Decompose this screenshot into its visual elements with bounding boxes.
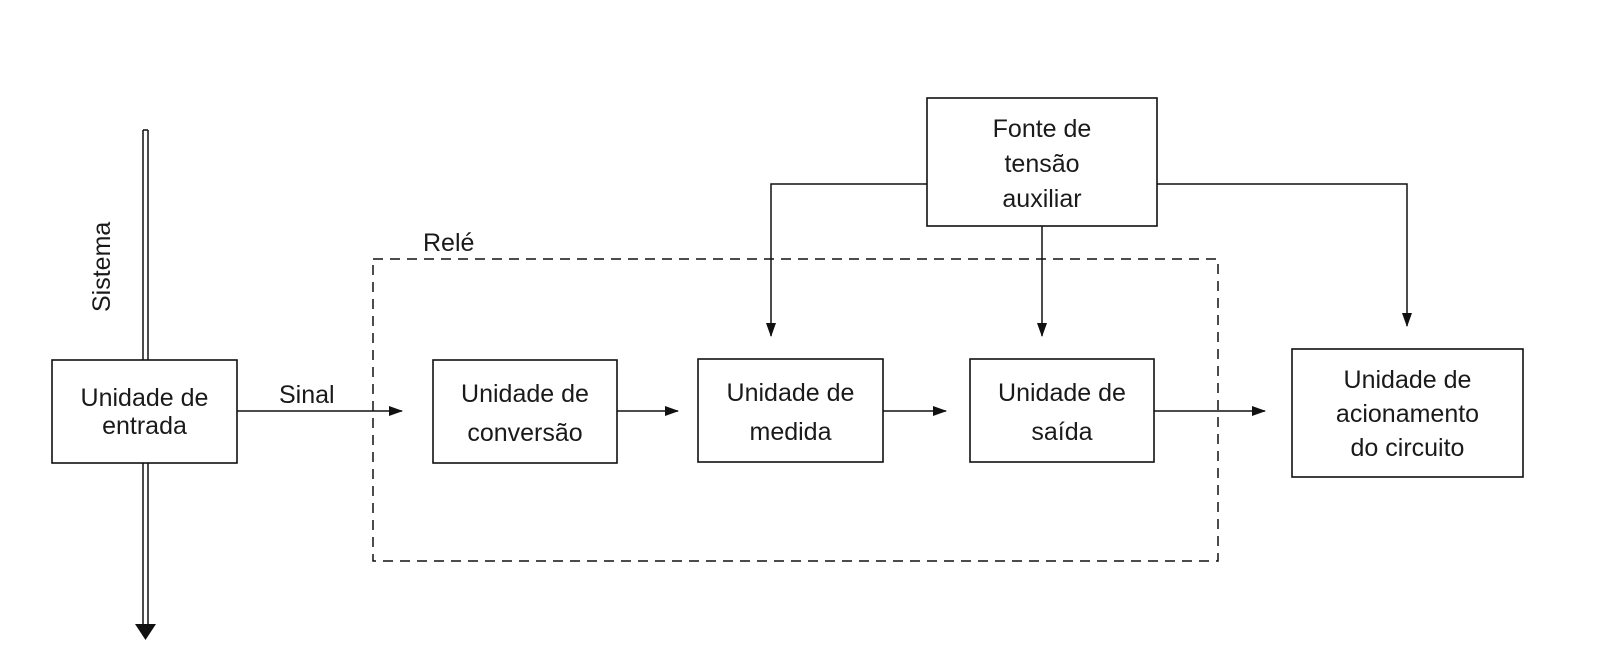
system-label: Sistema — [88, 222, 116, 312]
conversion-unit-label-line1: Unidade de — [461, 380, 589, 408]
measurement-unit-box — [697, 358, 884, 463]
output-unit-label-line1: Unidade de — [998, 379, 1126, 407]
measurement-unit-label-line2: medida — [750, 418, 832, 446]
relay-boundary — [372, 258, 1219, 562]
conversion-unit-box — [432, 359, 618, 464]
aux-to-measurement-line — [766, 183, 927, 337]
conversion-unit-block: Unidade de conversão — [432, 359, 618, 464]
input-unit-label-line2: entrada — [102, 412, 187, 440]
actuation-unit-box — [1291, 348, 1524, 478]
relay-label: Relé — [423, 229, 474, 257]
measurement-unit-label-line1: Unidade de — [727, 379, 855, 407]
input-unit-block: Unidade de entrada — [51, 359, 238, 464]
actuation-unit-label-line1: Unidade de — [1344, 366, 1472, 394]
auxiliary-source-block: Fonte de tensão auxiliar — [926, 97, 1158, 227]
conversion-unit-label-line2: conversão — [467, 419, 582, 447]
output-unit-box — [969, 358, 1155, 463]
output-unit-block: Unidade de saída — [969, 358, 1155, 463]
signal-label: Sinal — [279, 381, 335, 409]
actuation-unit-label-line2: acionamento — [1336, 400, 1479, 428]
input-unit-box — [51, 359, 238, 464]
input-unit-label-line1: Unidade de — [81, 384, 209, 412]
aux-to-actuation-line — [1157, 183, 1412, 327]
measurement-unit-block: Unidade de medida — [697, 358, 884, 463]
output-unit-label-line2: saída — [1031, 418, 1092, 446]
system-bus-down-arrow-icon — [135, 624, 156, 640]
actuation-unit-label-line3: do circuito — [1351, 434, 1465, 462]
actuation-unit-block: Unidade de acionamento do circuito — [1291, 348, 1524, 478]
auxiliary-source-label-line1: Fonte de — [993, 115, 1092, 143]
auxiliary-source-label-line3: auxiliar — [1002, 185, 1081, 213]
auxiliary-source-label-line2: tensão — [1004, 150, 1079, 178]
